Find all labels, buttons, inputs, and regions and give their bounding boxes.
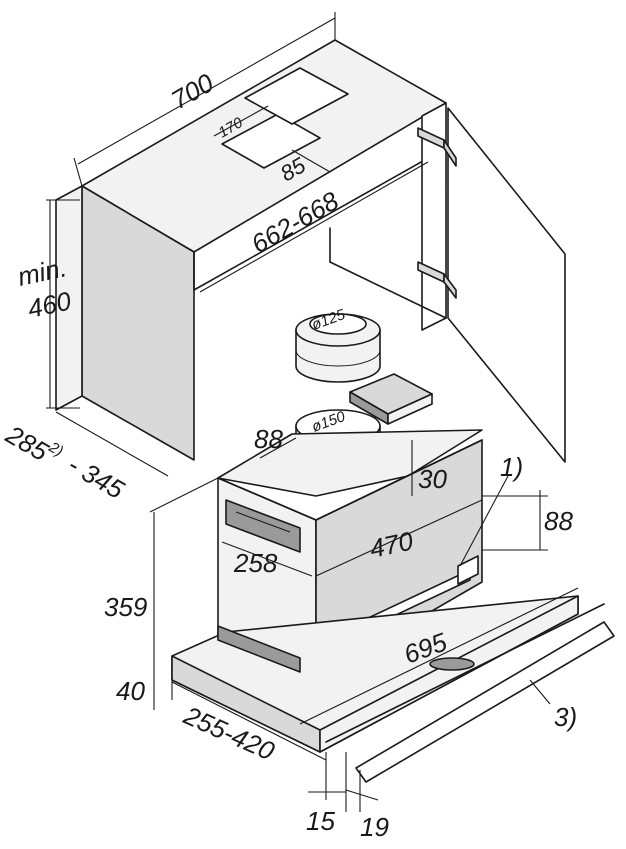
cabinet-rear-opening — [244, 67, 349, 125]
cabinet-left-panel-edge — [55, 185, 83, 411]
extractor-handle-strip — [355, 621, 615, 783]
label-88-top: 88 — [254, 424, 283, 454]
door-hinge-bottom — [417, 261, 457, 299]
label-40: 40 — [116, 676, 145, 706]
label-285: 285 — [0, 419, 54, 467]
door-hinge-top — [417, 127, 457, 167]
wall-cabinet — [55, 39, 566, 463]
callout-1-leader — [459, 475, 509, 567]
duct-adapter-125 — [295, 313, 381, 383]
label-700: 700 — [166, 67, 219, 115]
cabinet-top-cutout — [221, 113, 321, 169]
range-hood — [171, 429, 615, 783]
extractor-front-edge — [325, 603, 605, 743]
hood-control-panel — [225, 499, 301, 553]
cabinet-door — [447, 107, 566, 463]
label-88-right: 88 — [544, 506, 573, 536]
hood-bracket — [457, 555, 479, 585]
label-15: 15 — [306, 806, 335, 836]
label-359: 359 — [104, 592, 147, 622]
label-258: 258 — [233, 548, 278, 578]
hood-chassis-top-edge — [217, 439, 483, 521]
label-19: 19 — [360, 812, 389, 842]
label-345: - 345 — [63, 449, 130, 505]
callout-3-leader — [529, 679, 551, 705]
dimension-lines — [46, 12, 579, 812]
recirculation-filter-box — [349, 373, 433, 425]
hood-chassis-top — [217, 429, 483, 497]
hood-light — [429, 657, 475, 671]
label-30: 30 — [418, 464, 447, 494]
cabinet-back-top-edge — [193, 147, 447, 291]
callout-1: 1) — [500, 452, 523, 482]
cabinet-bottom-edge — [329, 261, 447, 319]
callout-3: 3) — [554, 702, 577, 732]
hood-rail — [217, 625, 301, 673]
